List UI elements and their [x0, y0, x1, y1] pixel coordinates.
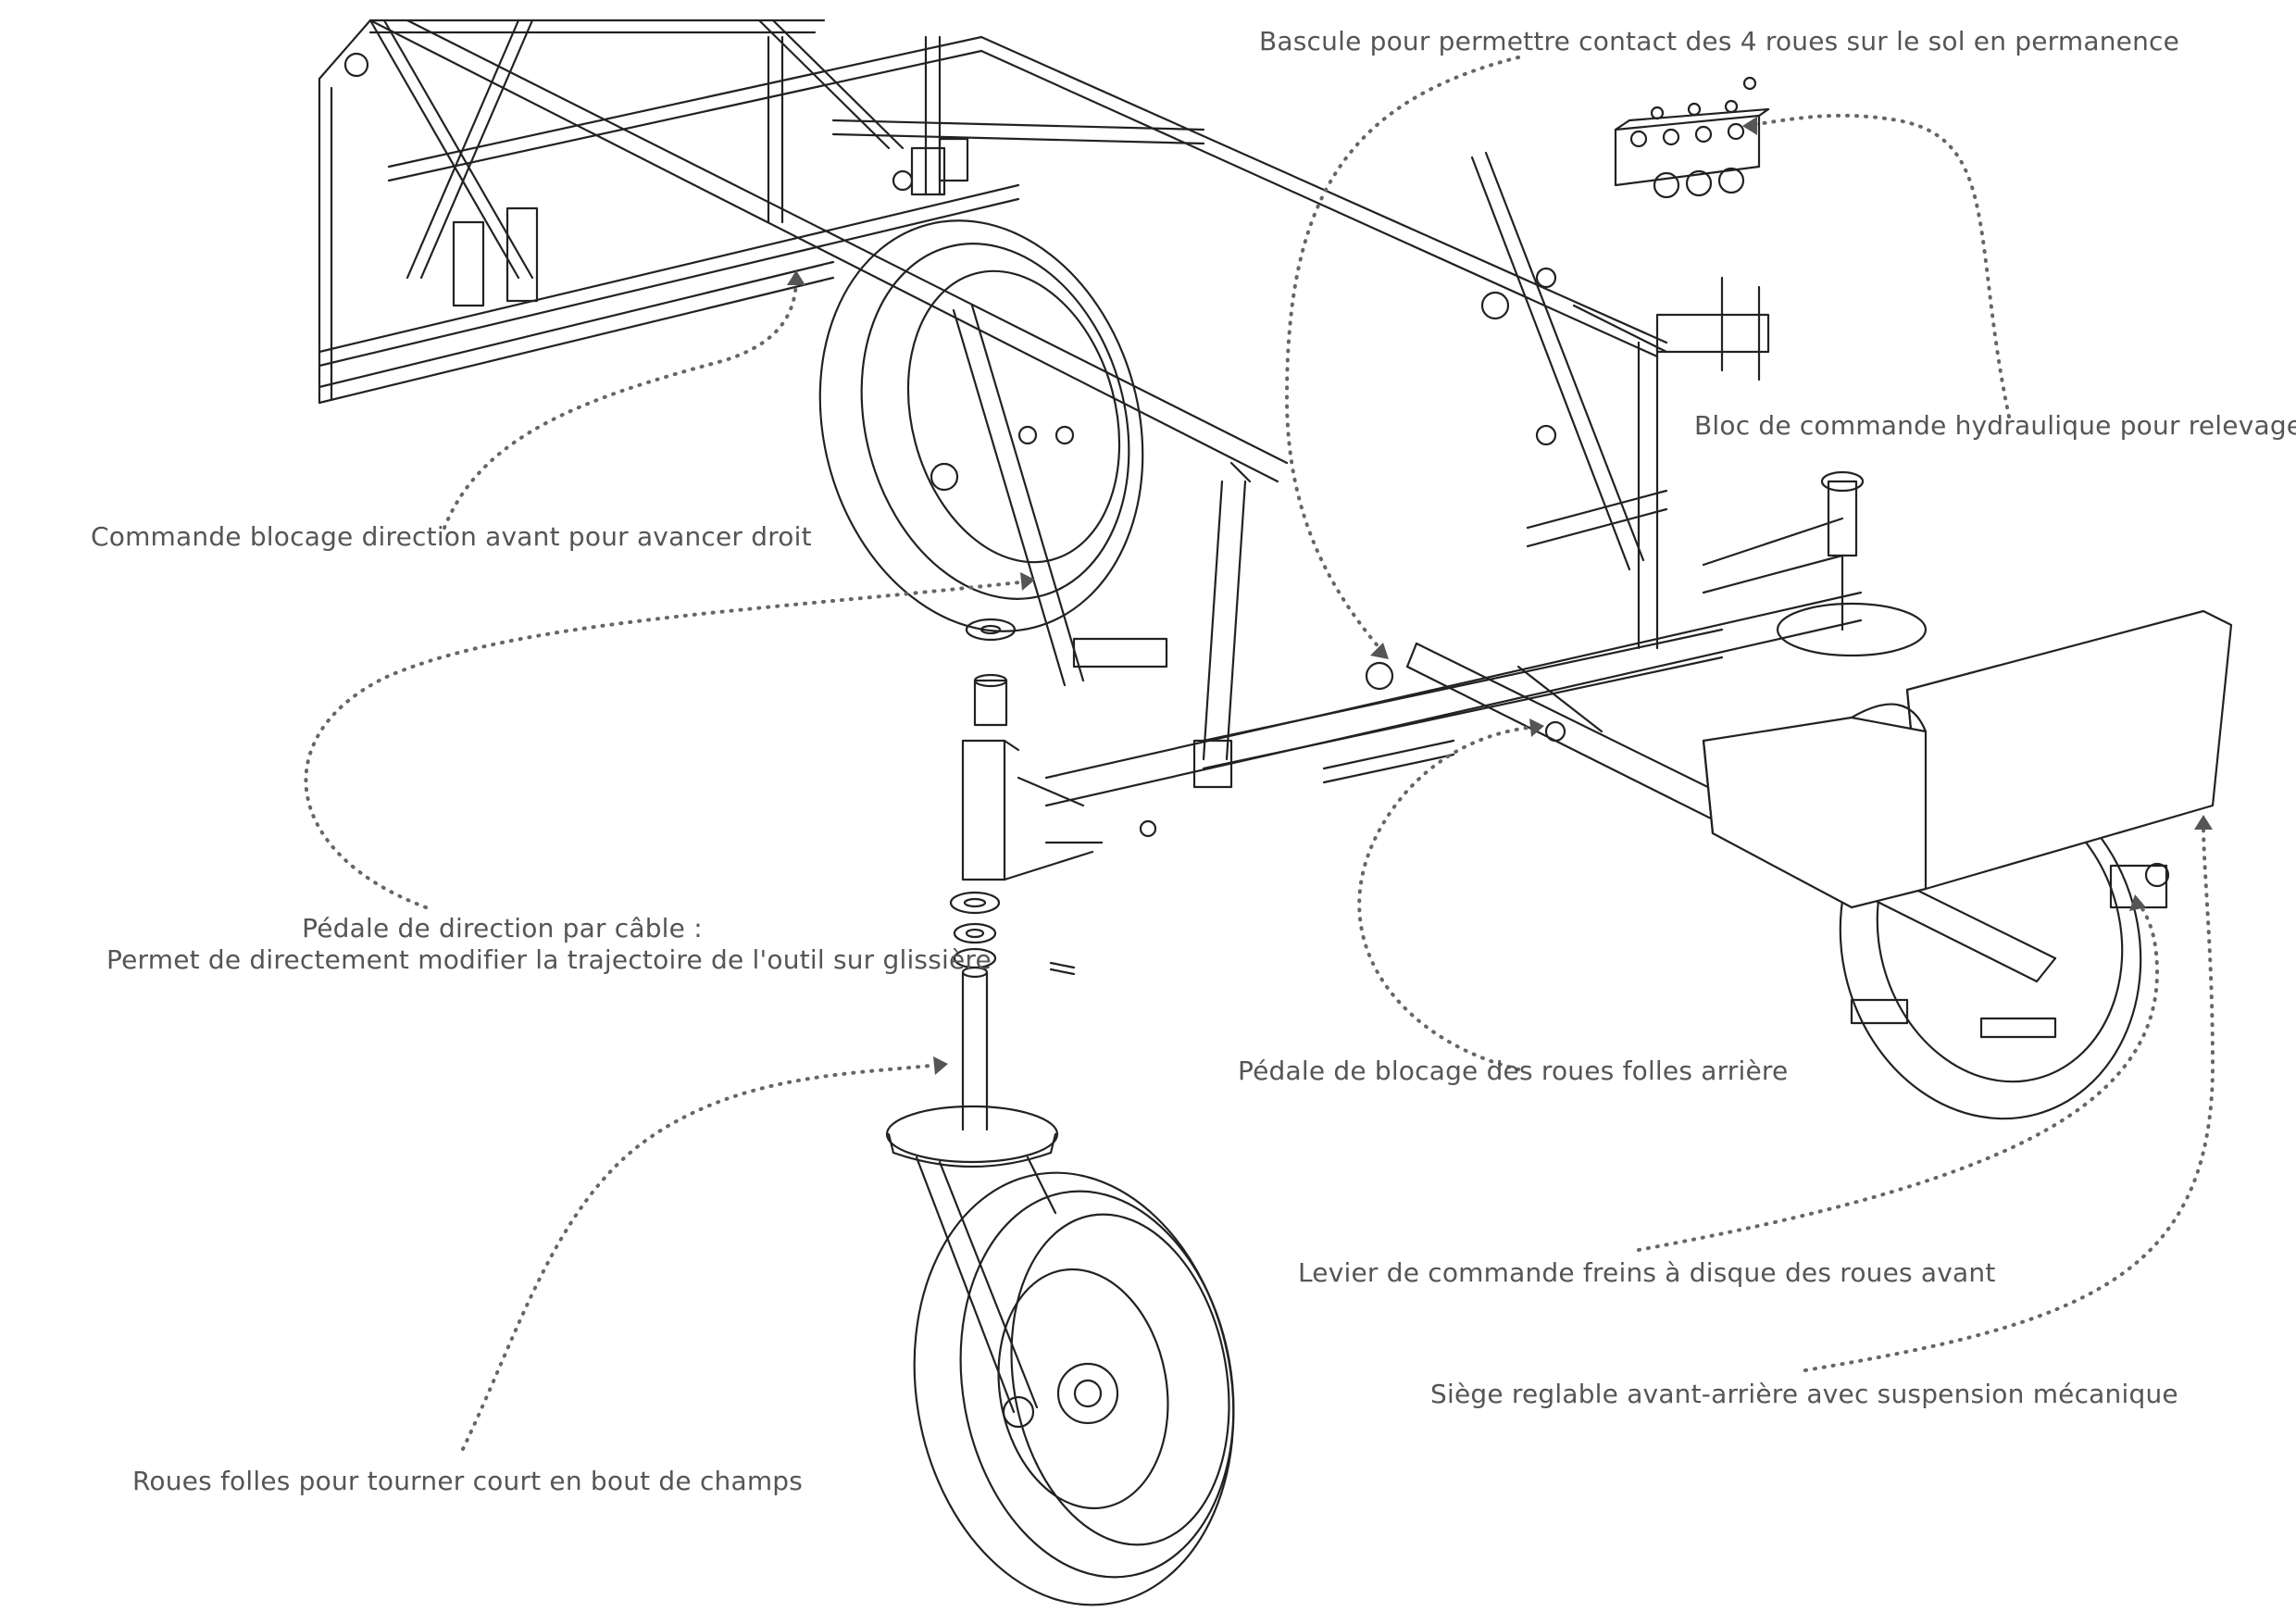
label-blocage-direction: Commande blocage direction avant pour av… [91, 521, 812, 552]
leader-lines [304, 56, 2215, 1451]
leader-pedale-blocage [1357, 725, 1539, 1071]
leader-bloc-hydraulique [1748, 113, 2011, 418]
label-pedale-direction-line1: Pédale de direction par câble : [302, 913, 703, 943]
front-caster-wheel [885, 966, 1235, 1606]
label-siege: Siège reglable avant-arrière avec suspen… [1430, 1379, 2178, 1409]
hydraulic-control-block [1614, 76, 1770, 199]
label-roues-folles: Roues folles pour tourner court en bout … [132, 1466, 804, 1496]
leader-pedale-direction [304, 580, 1029, 909]
rear-left-wheel [818, 219, 1144, 632]
exploded-parts [949, 618, 1076, 976]
leader-bascule [1284, 56, 1520, 650]
label-levier-freins: Levier de commande freins à disque des r… [1298, 1257, 1996, 1288]
central-frame [952, 151, 1863, 881]
label-pedale-direction-line2: Permet de directement modifier la trajec… [106, 944, 992, 975]
leader-blocage-direction [443, 276, 798, 530]
label-bascule: Bascule pour permettre contact des 4 rou… [1259, 26, 2180, 56]
rear-frame [318, 19, 1668, 483]
seat [1702, 609, 2233, 909]
label-pedale-blocage: Pédale de blocage des roues folles arriè… [1238, 1056, 1789, 1086]
label-bloc-hydraulique: Bloc de commande hydraulique pour releva… [1694, 410, 2296, 441]
leader-roues-folles [461, 1063, 942, 1451]
